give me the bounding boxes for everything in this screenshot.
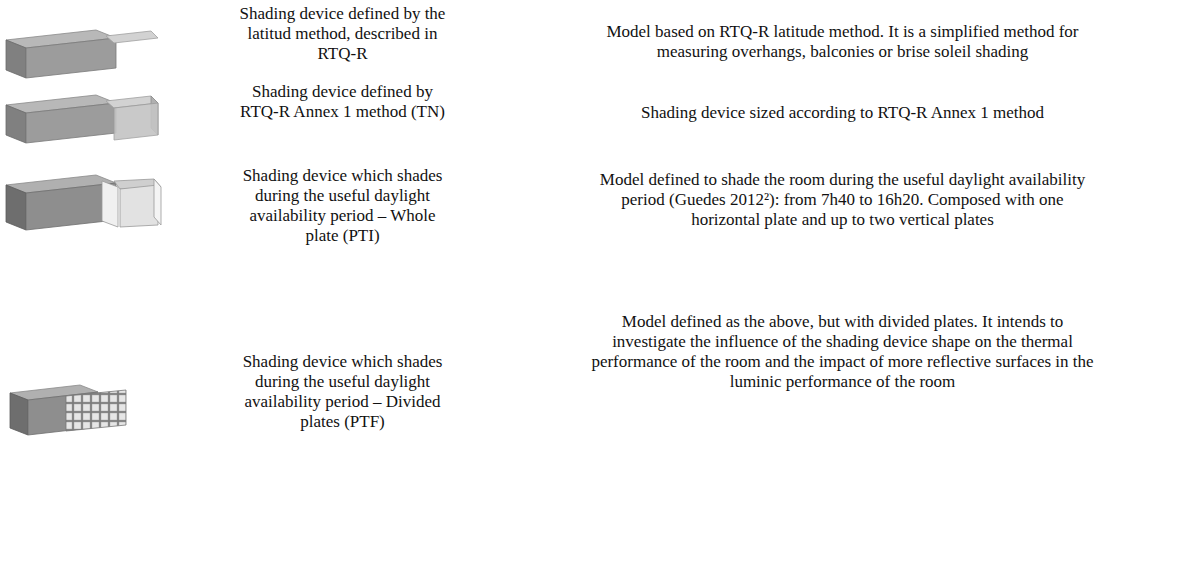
- device-name: Shading device which shades during the u…: [235, 352, 450, 432]
- tn-model: [6, 95, 158, 143]
- overhang-model: [6, 30, 158, 78]
- device-description: Shading device sized according to RTQ-R …: [585, 103, 1100, 123]
- device-description: Model defined to shade the room during t…: [585, 170, 1100, 230]
- ptf-model: [10, 385, 126, 435]
- device-name: Shading device defined by RTQ-R Annex 1 …: [235, 82, 450, 122]
- device-description: Model based on RTQ-R latitude method. It…: [585, 22, 1100, 62]
- device-name: Shading device which shades during the u…: [235, 166, 450, 246]
- device-description: Model defined as the above, but with div…: [585, 312, 1100, 392]
- pti-model: [6, 175, 161, 230]
- device-name: Shading device defined by the latitud me…: [235, 4, 450, 64]
